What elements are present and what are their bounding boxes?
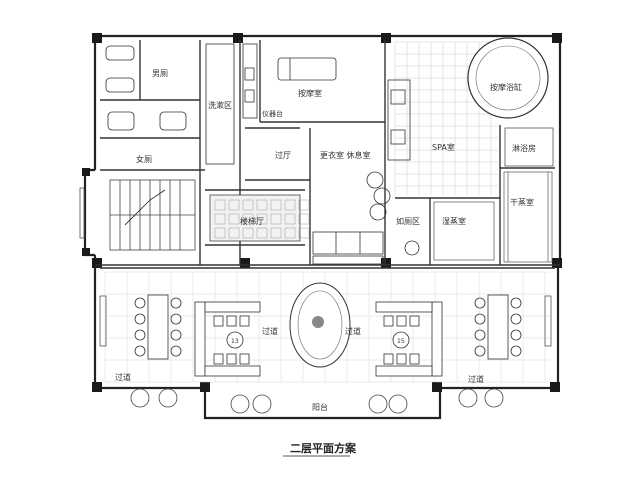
right-booth [375,301,443,377]
booth-number-left: 13 [231,338,239,345]
label-dry-steam: 干蒸室 [510,197,534,207]
dining-chair [474,329,486,341]
dining-chair [134,329,146,341]
label-womens-toilet: 女厕 [136,154,152,164]
room-labels: 男厕 女厕 洗漱区 按摩室 仪器台 按摩浴缸 淋浴房 SPA室 过厅 更衣室 休… [115,69,536,412]
left-booth [194,301,261,377]
dining-chair [134,313,146,325]
dining-chair [474,297,486,309]
label-instrument-counter: 仪器台 [262,109,283,118]
label-changing-rest: 更衣室 休息室 [320,150,371,160]
dining-chair [510,313,522,325]
label-shower-room: 淋浴房 [512,143,536,153]
label-stair-hall: 楼梯厅 [240,216,264,226]
label-aisle-4: 过道 [468,374,484,384]
label-spa-room: SPA室 [432,142,455,152]
dining-chair [170,297,182,309]
dining-chair [510,329,522,341]
dining-chair [474,313,486,325]
staircase [109,179,196,251]
label-massage-tub: 按摩浴缸 [490,82,522,92]
label-massage-room: 按摩室 [298,88,322,98]
label-aisle-1: 过道 [262,326,278,336]
dining-chair [170,329,182,341]
side-tables [134,294,522,360]
lounge-chairs [130,388,504,414]
wash-counters [205,43,258,165]
shower-room-outline [504,127,554,167]
windows [79,187,552,347]
toilet-fixtures [105,45,420,256]
stair-hall-floor [209,194,310,242]
spa-vanity [387,79,411,161]
label-aisle-3: 过道 [115,372,131,382]
steam-benches [433,171,553,263]
plan-title: 二层平面方案 [290,441,357,455]
dining-chair [134,345,146,357]
label-wet-steam: 湿蒸室 [442,216,466,226]
dining-chair [510,345,522,357]
label-wash-area: 洗漱区 [208,100,232,110]
lower-hall-grid [104,271,550,383]
label-corridor-hall: 过厅 [275,150,291,160]
columns [82,33,562,392]
lockers [312,171,391,265]
booth-number-right: 15 [397,338,405,345]
label-balcony: 阳台 [312,402,328,412]
label-toilet-area: 如厕区 [396,216,420,226]
massage-bed [277,57,337,81]
dining-chair [134,297,146,309]
dining-chair [170,313,182,325]
massage-tub [467,37,549,119]
label-mens-toilet: 男厕 [152,69,168,78]
label-aisle-2: 过道 [345,326,361,336]
dining-chair [170,345,182,357]
dining-chair [510,297,522,309]
oval-centerpiece [289,282,351,368]
dining-chair [474,345,486,357]
